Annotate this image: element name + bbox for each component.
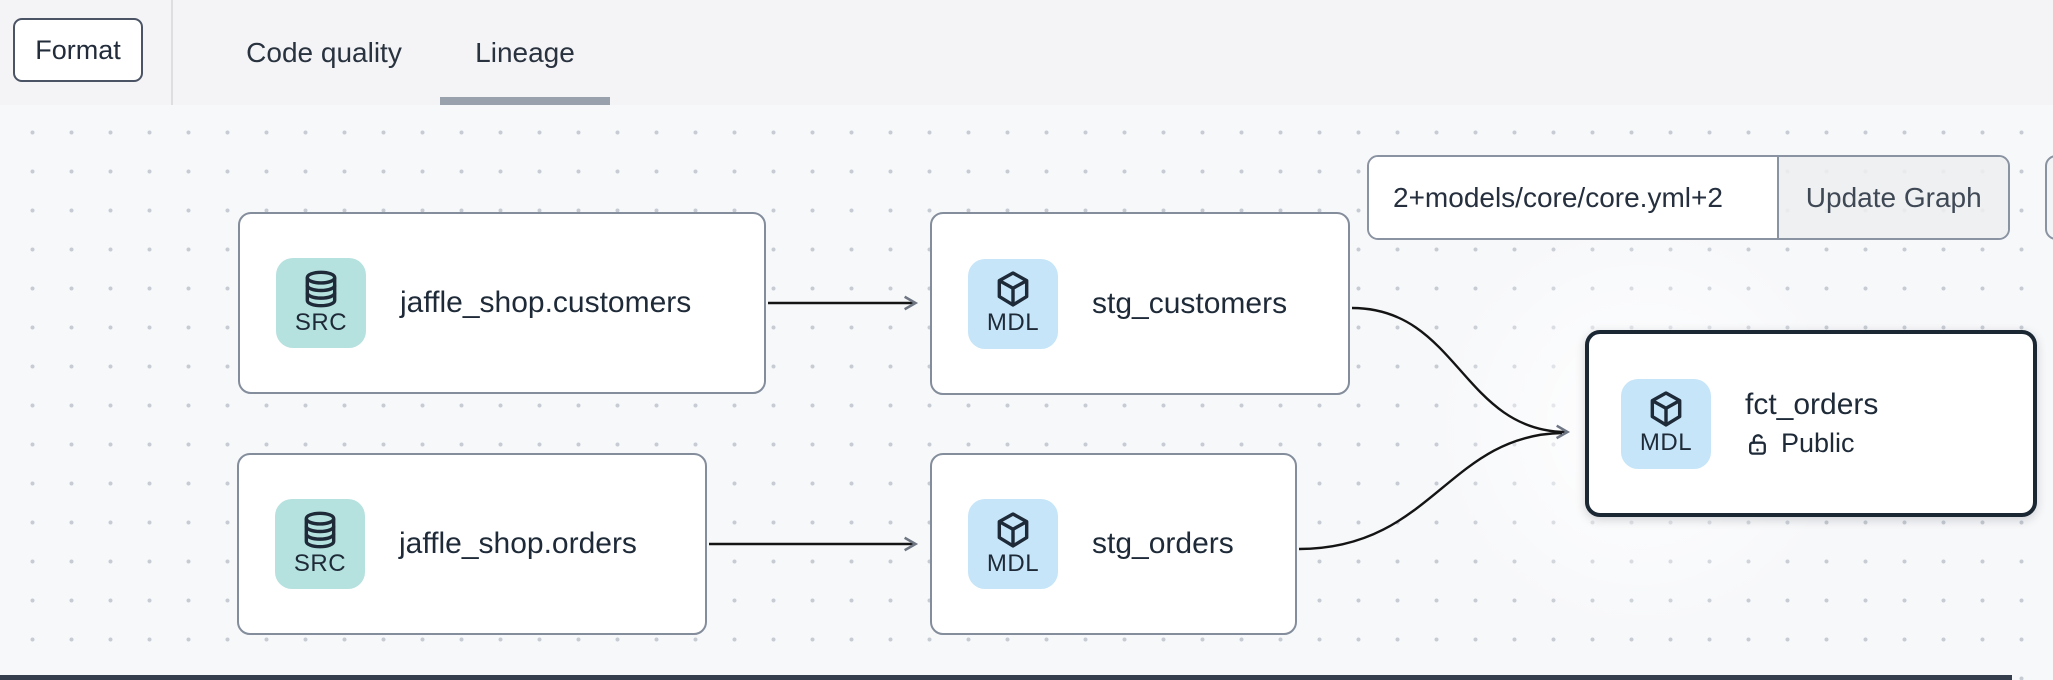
access-badge-label: Public xyxy=(1781,428,1855,458)
node-type-label: MDL xyxy=(986,549,1040,577)
lineage-node-fct-orders[interactable]: MDL fct_orders Public xyxy=(1585,330,2037,517)
node-label: stg_orders xyxy=(1092,527,1234,560)
editor-toolbar: Format Code quality Lineage xyxy=(0,0,2053,105)
cube-icon xyxy=(997,271,1029,307)
tab-lineage[interactable]: Lineage xyxy=(475,36,575,68)
lineage-node-stg-orders[interactable]: MDL stg_orders xyxy=(930,453,1297,635)
active-tab-indicator xyxy=(440,97,610,105)
node-type-label: MDL xyxy=(1639,429,1693,456)
cube-icon xyxy=(1650,391,1682,427)
selector-group: Update Graph xyxy=(1367,155,2010,240)
tab-code-quality[interactable]: Code quality xyxy=(246,36,402,68)
update-graph-button[interactable]: Update Graph xyxy=(1777,157,2008,238)
lineage-node-stg-customers[interactable]: MDL stg_customers xyxy=(930,212,1350,395)
lineage-node-jaffle-shop-customers[interactable]: SRC jaffle_shop.customers xyxy=(238,212,766,394)
node-label: jaffle_shop.customers xyxy=(400,286,692,319)
model-icon: MDL xyxy=(968,258,1058,349)
toolbar-divider xyxy=(171,0,173,105)
unlock-icon xyxy=(1749,433,1766,455)
lineage-control-partial-button[interactable] xyxy=(2045,155,2053,240)
bottom-panel-edge xyxy=(0,675,2012,680)
format-button[interactable]: Format xyxy=(13,18,143,82)
lineage-selector-input[interactable] xyxy=(1369,157,1778,238)
lineage-node-jaffle-shop-orders[interactable]: SRC jaffle_shop.orders xyxy=(237,453,707,635)
access-badge: Public xyxy=(1745,428,1878,459)
node-type-label: SRC xyxy=(294,308,348,336)
model-icon: MDL xyxy=(1621,378,1711,469)
database-icon xyxy=(304,511,336,548)
source-icon: SRC xyxy=(276,258,366,348)
database-icon xyxy=(305,270,337,307)
cube-icon xyxy=(997,511,1029,548)
node-label: stg_customers xyxy=(1092,286,1288,320)
node-type-label: MDL xyxy=(986,309,1040,336)
model-icon: MDL xyxy=(968,499,1058,589)
node-label: jaffle_shop.orders xyxy=(399,527,637,560)
node-type-label: SRC xyxy=(293,549,347,577)
node-label: fct_orders xyxy=(1745,388,1879,421)
source-icon: SRC xyxy=(275,499,365,589)
